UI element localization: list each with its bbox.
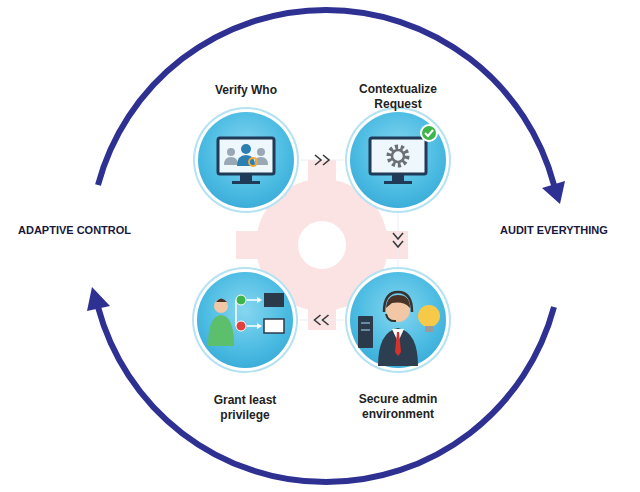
- circle-shape: [350, 112, 446, 208]
- circle-shape: [198, 112, 294, 208]
- flow-connector: [393, 214, 403, 266]
- chevron-arrow: [323, 315, 329, 325]
- cycle-arc: [98, 307, 554, 482]
- node-label: Verify Who: [198, 83, 294, 98]
- chevron-arrow: [315, 315, 321, 325]
- circle-shape: [350, 272, 446, 368]
- connector-line: [299, 320, 344, 321]
- flow-connector: [299, 315, 344, 325]
- chevron-arrow: [315, 155, 321, 165]
- gear-tooth: [308, 304, 336, 330]
- arrow-head: [87, 287, 110, 311]
- cycle-arc: [98, 10, 554, 185]
- chevron-arrow: [323, 155, 329, 165]
- node-label: Contextualize Request: [350, 82, 446, 112]
- chevron-arrow: [393, 233, 403, 239]
- flow-connector: [300, 155, 344, 165]
- process-circle: Secure admin environment: [343, 272, 453, 426]
- circle-shape: [197, 272, 293, 368]
- gear-tooth: [382, 231, 408, 259]
- process-circle: Verify Who: [191, 83, 301, 208]
- arrow-head: [542, 181, 565, 204]
- connector-line: [300, 160, 344, 161]
- gear-hole: [298, 221, 346, 269]
- side-label: AUDIT EVERYTHING: [500, 223, 608, 237]
- chevron-arrow: [393, 241, 403, 247]
- connector-line: [398, 214, 399, 266]
- gear-tooth: [236, 231, 262, 259]
- process-circle: Contextualize Request: [343, 82, 453, 208]
- side-label: ADAPTIVE CONTROL: [18, 223, 131, 237]
- node-label: Grant least privilege: [197, 393, 293, 423]
- process-circle: Grant least privilege: [190, 272, 300, 427]
- node-label: Secure admin environment: [350, 392, 446, 422]
- gear-tooth: [308, 160, 336, 186]
